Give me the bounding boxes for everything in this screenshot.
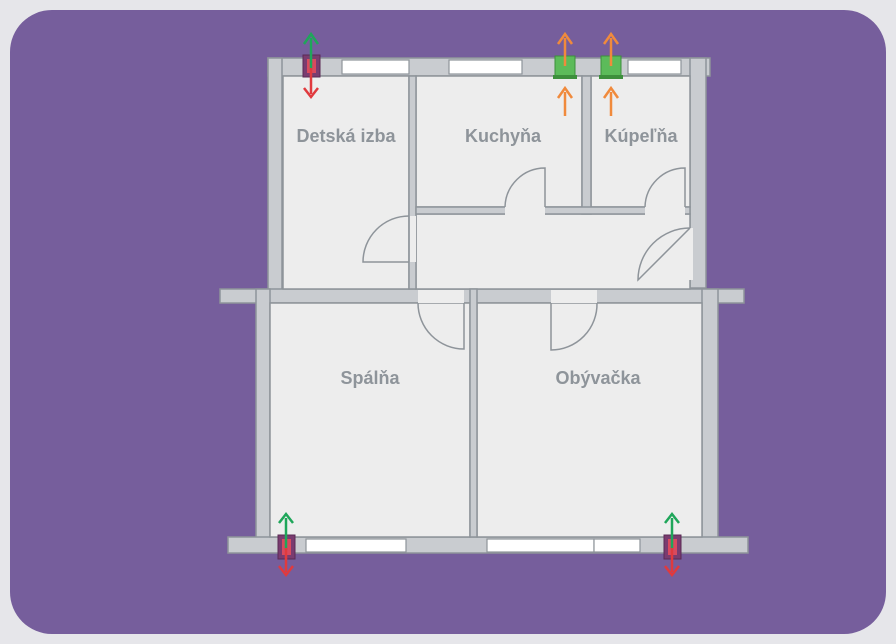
floor-hall [415,213,691,290]
windows [305,59,682,553]
exhaust-arrowhead [664,565,680,578]
floors [269,75,703,538]
door-spalna [417,302,465,350]
label-kupelna: Kúpeľňa [605,126,679,146]
floor-obyvacka [476,302,703,538]
interior-walls [408,75,691,538]
wall-detska-kuchyna [408,75,417,290]
window-obyvacka-2 [593,538,641,553]
floor-detska-izba [282,75,410,290]
recuperation-unit-detska-izba [302,31,321,100]
wall-middle-band [219,288,745,304]
floor-kupelna [590,75,691,208]
exhaust-arrowhead [303,87,319,100]
recuperation-unit-spalna [277,511,296,578]
recuperation-unit-obyvacka [663,511,682,578]
door-detska-izba [362,215,410,263]
window-kupelna [627,59,682,75]
fresh-air-arrowhead [664,511,680,524]
window-spalna [305,538,407,553]
wall-kitchen-bottom [415,206,691,215]
label-spalna: Spálňa [340,368,400,388]
wall-spalna-obyvacka [469,288,478,538]
window-kuchyna [448,59,523,75]
door-openings [410,206,693,303]
door-swings [362,167,691,351]
door-kuchyna [504,167,546,208]
exhaust-vent-kuchyna [553,31,577,116]
label-obyvacka: Obývačka [555,368,641,388]
label-kuchyna: Kuchyňa [465,126,542,146]
label-detska-izba: Detská izba [296,126,396,146]
fresh-air-arrowhead [302,31,320,45]
floor-spalna [269,302,471,538]
exhaust-arrowhead [278,565,294,578]
door-entrance [637,227,691,282]
wall-kuchyna-kupelna [581,75,592,215]
window-detska-izba [341,59,410,75]
exhaust-vent-kupelna [599,31,623,116]
wall-left-lower [255,288,271,540]
fresh-air-arrowhead [278,511,294,524]
door-kupelna [644,167,686,208]
door-obyvacka [550,302,598,351]
window-obyvacka-1 [486,538,595,553]
wall-right-lower [701,288,719,540]
wall-left-upper [267,57,283,294]
